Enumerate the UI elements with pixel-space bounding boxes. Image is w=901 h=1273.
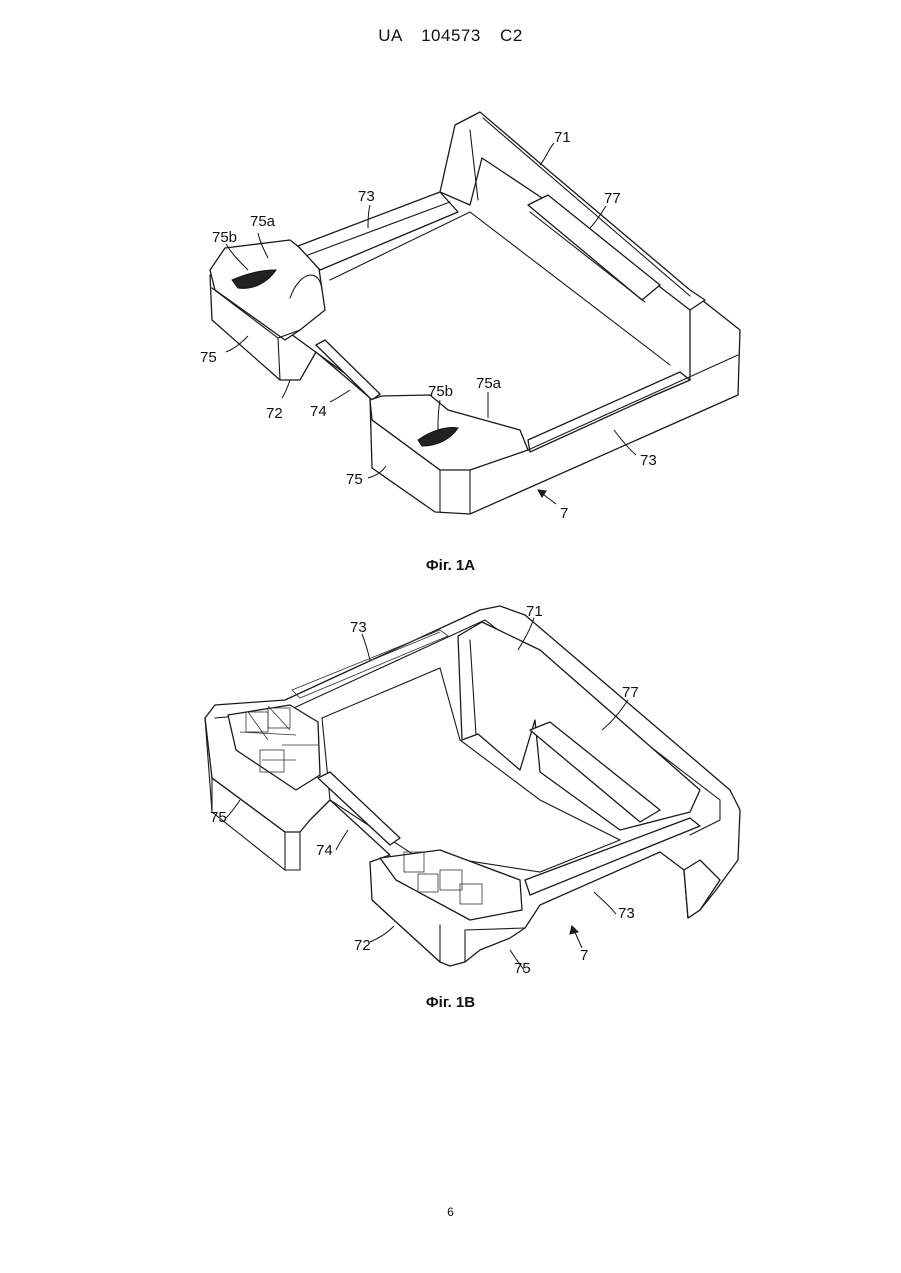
label-7-1b: 7 <box>580 947 588 964</box>
figure-1b-drawing: 73 71 77 75 74 72 75 7 73 <box>0 590 901 980</box>
label-72-1b: 72 <box>354 937 371 954</box>
label-71: 71 <box>554 129 571 146</box>
label-7: 7 <box>560 505 568 522</box>
label-73-back-1b: 73 <box>350 619 367 636</box>
label-75b-left: 75b <box>212 229 237 246</box>
label-75a-right: 75a <box>476 375 502 392</box>
label-73-front-1b: 73 <box>618 905 635 922</box>
label-73-front: 73 <box>640 452 657 469</box>
label-75-right: 75 <box>346 471 363 488</box>
label-74-1b: 74 <box>316 842 333 859</box>
patent-header: UA 104573 C2 <box>0 26 901 46</box>
label-75-left: 75 <box>200 349 217 366</box>
label-74: 74 <box>310 403 327 420</box>
label-75b-right: 75b <box>428 383 453 400</box>
label-73-back: 73 <box>358 188 375 205</box>
label-75-left-1b: 75 <box>210 809 227 826</box>
caption-figure-1b: Фіг. 1В <box>0 994 901 1011</box>
label-75-right-1b: 75 <box>514 960 531 977</box>
page-number: 6 <box>0 1205 901 1219</box>
label-77-1b: 77 <box>622 684 639 701</box>
label-71-1b: 71 <box>526 603 543 620</box>
label-77: 77 <box>604 190 621 207</box>
figure-1a-drawing: 71 77 73 75a 75b 75 72 74 75b 75a 73 75 … <box>0 100 901 530</box>
label-72: 72 <box>266 405 283 422</box>
caption-figure-1a: Фіг. 1А <box>0 557 901 574</box>
label-75a-left: 75a <box>250 213 276 230</box>
